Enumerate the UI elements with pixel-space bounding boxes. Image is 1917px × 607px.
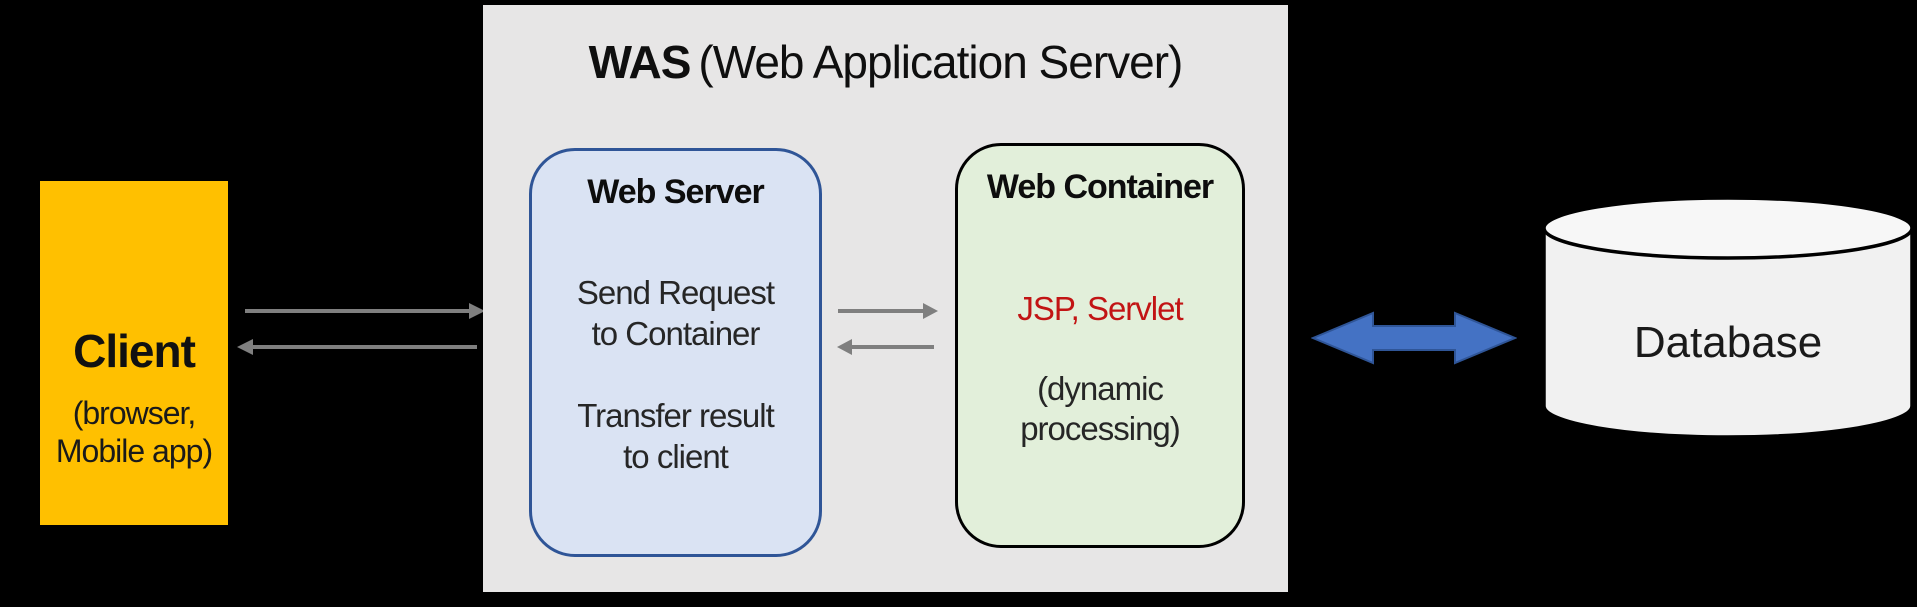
client-title: Client	[73, 325, 196, 377]
was-title-abbr: WAS	[588, 36, 692, 88]
database-label: Database	[1633, 318, 1823, 367]
web-container-note-line: processing)	[1020, 410, 1181, 447]
was-title: WAS(Web Application Server)	[483, 35, 1288, 89]
client-box: Client (browser, Mobile app)	[40, 181, 228, 525]
web-container-body: JSP, Servlet (dynamic processing)	[958, 289, 1242, 449]
web-server-body-line: Send Request	[576, 274, 775, 311]
was-title-rest: (Web Application Server)	[698, 36, 1183, 88]
web-container-title: Web Container	[986, 168, 1214, 206]
web-server-body-line: to Container	[591, 315, 761, 352]
client-response-arrow-icon	[237, 339, 477, 355]
client-subtitle-line2: Mobile app)	[55, 433, 213, 469]
client-subtitle: (browser, Mobile app)	[20, 394, 248, 470]
web-container-spacer	[958, 329, 1242, 369]
was-database-arrow-icon	[1311, 311, 1517, 365]
database-cylinder-icon	[1542, 196, 1914, 439]
client-request-arrow-icon	[245, 303, 485, 319]
web-server-body-line: to client	[623, 438, 729, 475]
web-server-body: Send Request to Container Transfer resul…	[532, 272, 819, 477]
web-container-box: Web Container JSP, Servlet (dynamic proc…	[955, 143, 1245, 548]
web-server-title: Web Server	[587, 173, 764, 211]
server-to-container-arrow-icon	[838, 303, 938, 319]
container-to-server-arrow-icon	[837, 339, 934, 355]
client-subtitle-line1: (browser,	[72, 395, 197, 431]
web-server-body-line: Transfer result	[577, 397, 775, 434]
web-server-body-line	[532, 354, 819, 395]
web-container-note-line: (dynamic	[1037, 370, 1164, 407]
jsp-servlet-label: JSP, Servlet	[1017, 290, 1183, 327]
was-panel: WAS(Web Application Server) Web Server S…	[483, 5, 1288, 592]
web-server-box: Web Server Send Request to Container Tra…	[529, 148, 822, 557]
